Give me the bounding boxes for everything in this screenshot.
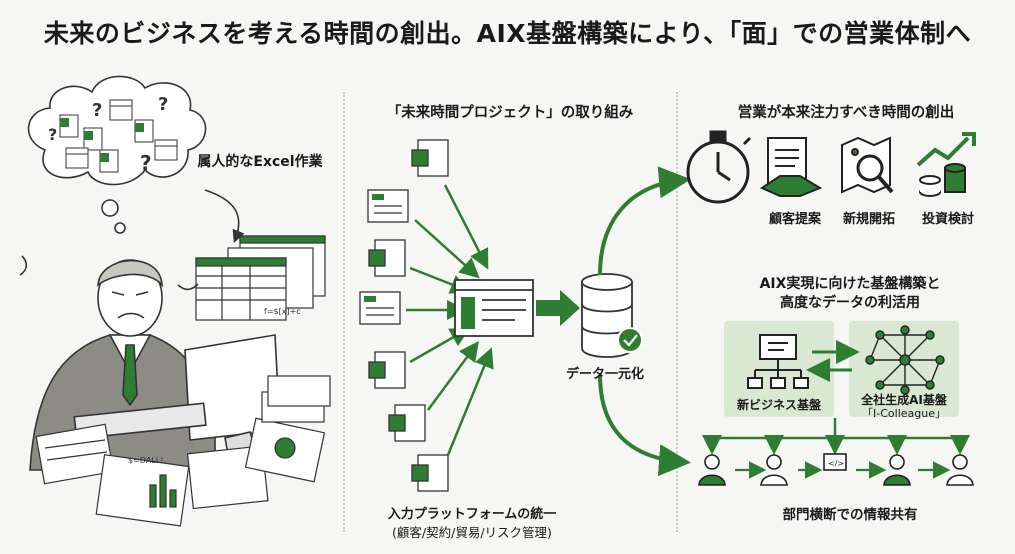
doc-formula-text: $=DALL!	[128, 456, 163, 465]
svg-text:?: ?	[140, 151, 152, 175]
input-sources	[359, 139, 449, 492]
data-unification-label: データ一元化	[565, 367, 644, 382]
ai-platform-box	[849, 321, 959, 417]
worry-arrow	[204, 189, 245, 243]
unified-input-platform	[454, 279, 534, 337]
database-icon	[581, 273, 643, 358]
handshake-document-icon	[759, 137, 823, 197]
people-row: </>	[698, 453, 974, 486]
svg-text:?: ?	[158, 94, 168, 115]
page-title: 未来のビジネスを考える時間の創出。AIX基盤構築により、「面」での営業体制へ	[43, 19, 972, 48]
platform-to-db-arrow	[536, 290, 580, 326]
foundation-heading-2: 高度なデータの利活用	[780, 295, 920, 311]
activity-label-investment: 投資検討	[921, 212, 974, 227]
right-heading: 営業が本来注力すべき時間の創出	[737, 105, 955, 121]
platform-sub-label: (顧客/契約/貿易/リスク管理)	[392, 525, 552, 540]
excel-work-label: 属人的なExcel作業	[197, 154, 323, 170]
db-to-activities-arrow	[598, 166, 691, 276]
divider-right	[676, 92, 678, 532]
svg-text:</>: </>	[828, 459, 844, 468]
formula-text: f=$[x]+c	[264, 307, 301, 316]
svg-text:?: ?	[92, 100, 102, 121]
activity-label-proposal: 顧客提案	[768, 212, 821, 227]
cross-department-label: 部門横断での情報共有	[782, 507, 918, 523]
ai-platform-sub-label: 「I-Colleague」	[862, 407, 946, 420]
project-heading: 「未来時間プロジェクト」の取り組み	[386, 105, 634, 121]
desk-papers	[35, 375, 331, 527]
platform-label: 入力プラットフォームの統一	[387, 507, 557, 522]
activity-label-new-business: 新規開拓	[842, 212, 895, 227]
new-business-label: 新ビジネス基盤	[736, 398, 821, 412]
spreadsheet-stack	[195, 235, 326, 321]
foundation-heading-1: AIX実現に向けた基盤構築と	[759, 276, 941, 292]
input-arrows	[406, 184, 494, 456]
network-icon	[865, 325, 945, 395]
investment-growth-icon	[916, 132, 976, 197]
ai-platform-label: 全社生成AI基盤	[861, 393, 947, 407]
hierarchy-icon	[747, 334, 809, 389]
db-to-foundation-arrow	[598, 374, 691, 477]
people-connectors	[702, 418, 970, 455]
stopwatch-icon	[686, 130, 752, 204]
map-search-icon	[841, 136, 894, 194]
cloud-excel-icons: ? ? ? ?	[48, 94, 178, 175]
divider-left	[343, 92, 345, 532]
svg-text:?: ?	[48, 125, 57, 144]
